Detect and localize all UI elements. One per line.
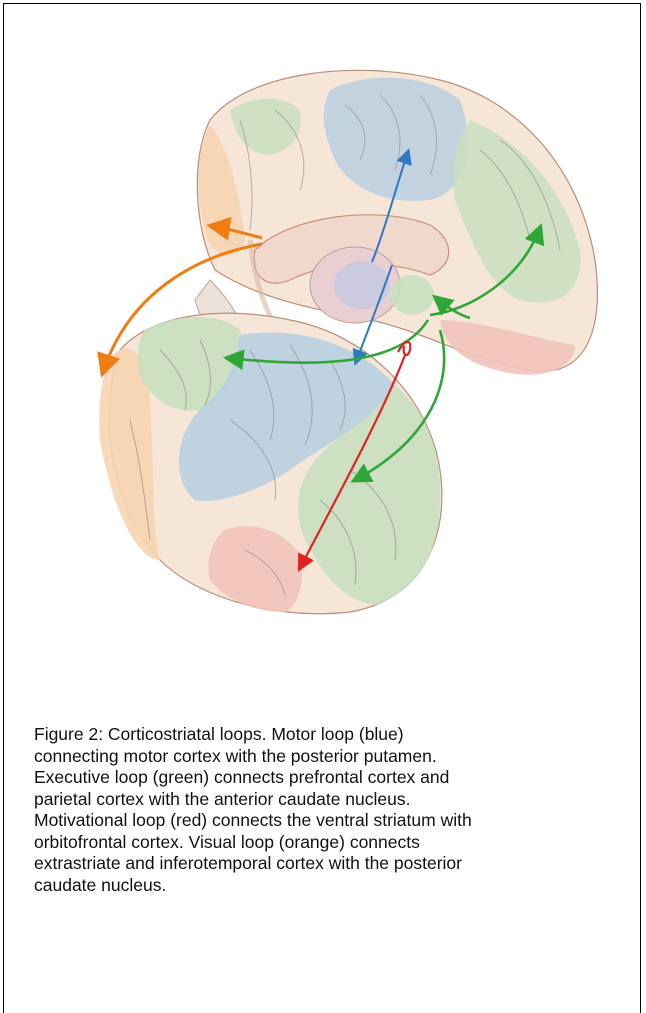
caption-line: orbitofrontal cortex. Visual loop (orang… xyxy=(34,832,634,854)
caudate-head xyxy=(390,275,434,315)
caption-line: connecting motor cortex with the posteri… xyxy=(34,746,634,768)
caption-line: parietal cortex with the anterior caudat… xyxy=(34,789,634,811)
caption-line: Motivational loop (red) connects the ven… xyxy=(34,810,634,832)
caption-line: caudate nucleus. xyxy=(34,875,634,897)
caption-line: Figure 2: Corticostriatal loops. Motor l… xyxy=(34,724,634,746)
figure-caption: Figure 2: Corticostriatal loops. Motor l… xyxy=(34,724,634,896)
putamen xyxy=(334,261,390,309)
lateral-hemisphere xyxy=(99,313,442,613)
caption-line: Executive loop (green) connects prefront… xyxy=(34,767,634,789)
caption-line: extrastriate and inferotemporal cortex w… xyxy=(34,853,634,875)
brain-illustration xyxy=(60,55,600,615)
